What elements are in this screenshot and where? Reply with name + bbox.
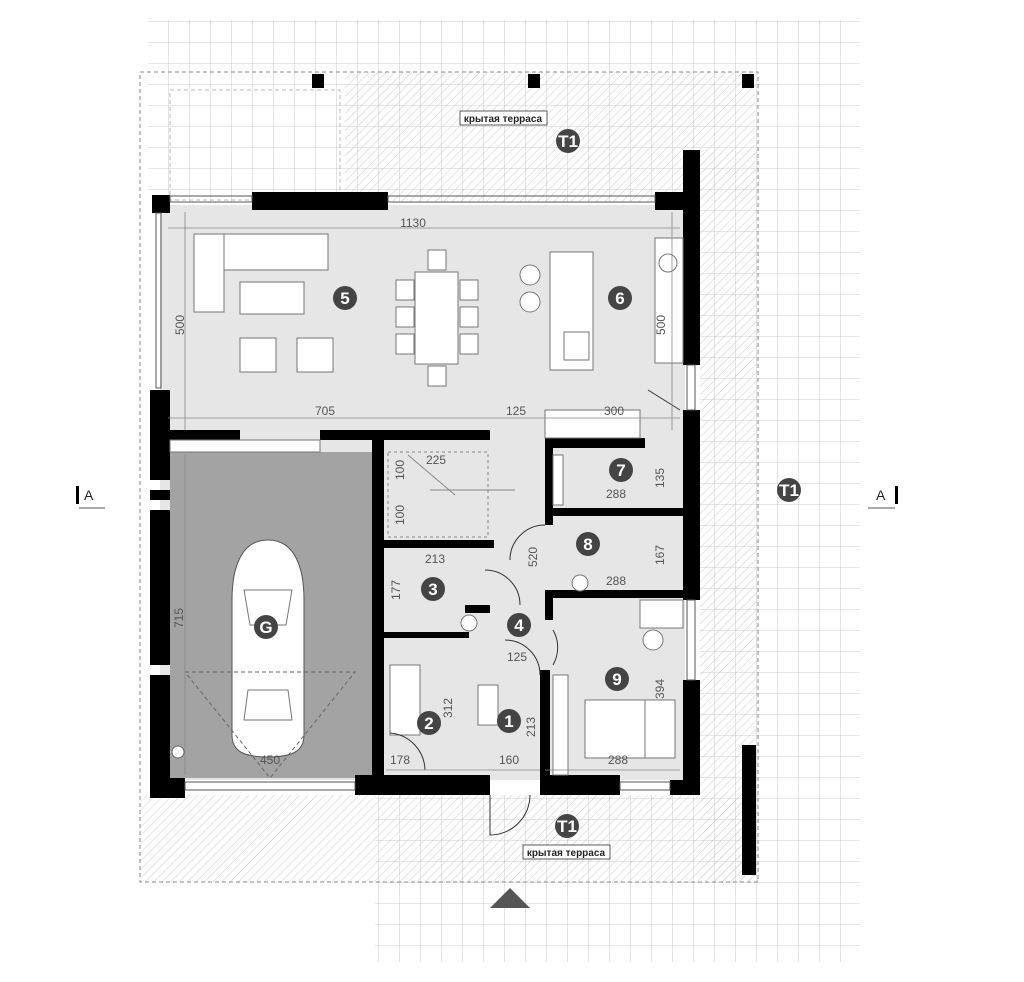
- terrace-labels: крытая терраса крытая терраса: [459, 110, 611, 860]
- room-number: 7: [616, 461, 625, 480]
- dimension-label: 213: [524, 717, 538, 737]
- staircase: [387, 451, 515, 538]
- dimension-label: 312: [441, 698, 455, 718]
- room-number: 3: [428, 580, 437, 599]
- dimension-label: 500: [654, 315, 668, 335]
- room-badge-4: 4: [507, 613, 531, 637]
- terrace-badge: T1: [555, 814, 579, 838]
- room-number: G: [259, 618, 272, 637]
- room-number: 2: [424, 714, 433, 733]
- dimension-label: 213: [425, 552, 445, 566]
- room-badge-8: 8: [576, 532, 600, 556]
- dimension-label: 715: [172, 608, 186, 628]
- room-number: 4: [514, 616, 524, 635]
- dimension-label: 135: [653, 468, 667, 488]
- dimensions: 1130 500 500 705 125 300 225 100 100 288…: [172, 216, 668, 767]
- terrace-code: T1: [779, 481, 799, 500]
- column: [312, 74, 324, 88]
- dimension-label: 225: [426, 453, 446, 467]
- dimension-label: 288: [606, 574, 626, 588]
- terrace-badge: T1: [556, 129, 580, 153]
- column: [742, 74, 754, 88]
- room-badge-2: 2: [417, 711, 441, 735]
- room-number: 6: [615, 289, 624, 308]
- room-badge-garage: G: [254, 615, 278, 639]
- dimension-label: 160: [499, 753, 519, 767]
- section-marks: A A: [76, 486, 898, 509]
- terrace-badge: T1: [777, 478, 801, 502]
- column: [528, 74, 540, 88]
- dimension-label: 1130: [400, 216, 426, 230]
- room-badge-1: 1: [497, 709, 521, 733]
- room-number: 5: [340, 289, 349, 308]
- terrace-code: T1: [558, 132, 578, 151]
- dimension-label: 100: [393, 505, 407, 525]
- dimension-label: 394: [653, 679, 667, 699]
- section-mark-right: A: [876, 487, 886, 503]
- dimension-label: 177: [389, 580, 403, 600]
- roof-outline: [139, 71, 759, 883]
- furniture: [169, 233, 684, 776]
- section-mark-left: A: [84, 487, 94, 503]
- dimension-label: 300: [604, 404, 624, 418]
- car-icon: [183, 539, 357, 779]
- dimension-label: 288: [606, 487, 626, 501]
- dimension-label: 125: [506, 404, 526, 418]
- dimension-label: 167: [653, 545, 667, 565]
- terrace-badges: T1 T1 T1: [555, 129, 801, 838]
- room-badge-3: 3: [421, 577, 445, 601]
- dimension-label: 450: [260, 753, 280, 767]
- doors: [389, 389, 681, 836]
- room-badge-7: 7: [609, 458, 633, 482]
- column: [742, 745, 756, 875]
- room-badges: 5 6 7 8 3 4 9 2 1 G: [254, 286, 633, 735]
- terrace-label: крытая терраса: [464, 114, 543, 125]
- room-number: 8: [583, 535, 592, 554]
- room-number: 1: [504, 712, 513, 731]
- dimension-label: 705: [315, 404, 335, 418]
- dimension-label: 288: [608, 753, 628, 767]
- dimension-label: 178: [390, 753, 410, 767]
- room-number: 9: [612, 670, 621, 689]
- room-badge-5: 5: [333, 286, 357, 310]
- dimension-label: 125: [507, 650, 527, 664]
- dimension-label: 520: [526, 547, 540, 567]
- room-badge-6: 6: [608, 286, 632, 310]
- walls: [150, 150, 700, 798]
- room-badge-9: 9: [605, 667, 629, 691]
- terrace-grid: [140, 20, 860, 962]
- dimension-label: 100: [393, 460, 407, 480]
- dimension-lines: [168, 212, 680, 775]
- terrace-code: T1: [557, 817, 577, 836]
- terrace-label: крытая терраса: [527, 848, 606, 859]
- windows: [155, 195, 696, 791]
- entrance-arrow-icon: [490, 888, 530, 908]
- dimension-label: 500: [173, 315, 187, 335]
